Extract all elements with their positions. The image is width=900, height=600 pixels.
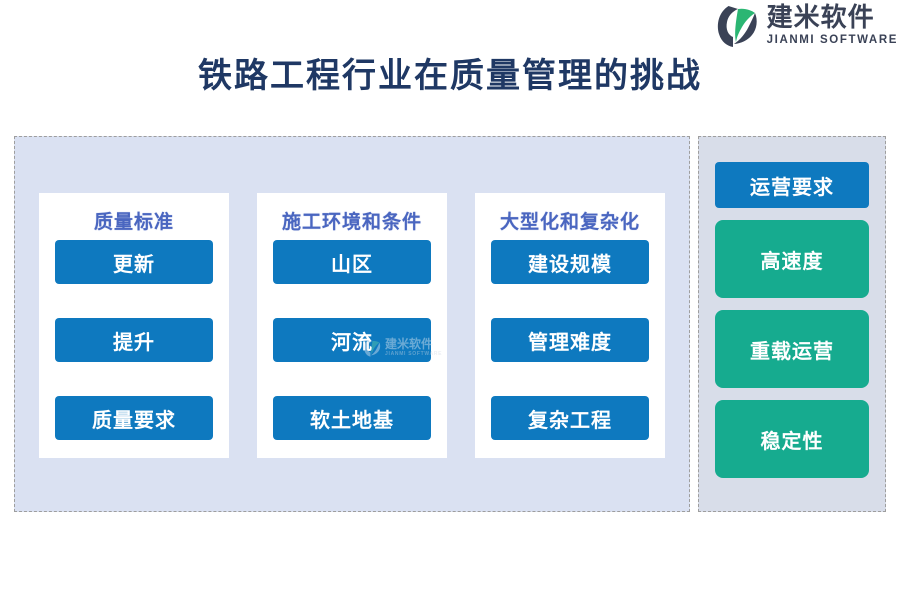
card-construction-environment: 施工环境和条件 山区 河流 软土地基 xyxy=(257,193,447,458)
card-quality-standard: 质量标准 更新 提升 质量要求 xyxy=(39,193,229,458)
node-button[interactable]: 河流 xyxy=(273,318,431,362)
node-button[interactable]: 更新 xyxy=(55,240,213,284)
node-button[interactable]: 山区 xyxy=(273,240,431,284)
jianmi-leaf-logo-icon xyxy=(715,4,761,48)
brand-name-cn: 建米软件 xyxy=(766,3,875,34)
card-scale-complexity: 大型化和复杂化 建设规模 管理难度 复杂工程 xyxy=(475,193,665,458)
node-button[interactable]: 管理难度 xyxy=(491,318,649,362)
node-button[interactable]: 复杂工程 xyxy=(491,396,649,440)
diagram-container: 质量标准 更新 提升 质量要求 施工环境和条件 山区 河流 软土地基 大型化和复… xyxy=(14,136,886,512)
brand-logo-text: 建米软件 JIANMI SOFTWARE xyxy=(767,5,898,47)
card-title: 施工环境和条件 xyxy=(281,211,422,233)
right-panel: 运营要求 高速度 重载运营 稳定性 xyxy=(698,136,886,512)
card-title: 质量标准 xyxy=(93,211,174,233)
panel-header-button[interactable]: 运营要求 xyxy=(715,162,869,208)
node-button[interactable]: 高速度 xyxy=(715,220,869,298)
node-button[interactable]: 质量要求 xyxy=(55,396,213,440)
left-panel: 质量标准 更新 提升 质量要求 施工环境和条件 山区 河流 软土地基 大型化和复… xyxy=(14,136,690,512)
node-button[interactable]: 重载运营 xyxy=(715,310,869,388)
node-button[interactable]: 建设规模 xyxy=(491,240,649,284)
node-button[interactable]: 软土地基 xyxy=(273,396,431,440)
brand-logo: 建米软件 JIANMI SOFTWARE xyxy=(715,4,898,48)
node-button[interactable]: 稳定性 xyxy=(715,400,869,478)
node-button[interactable]: 提升 xyxy=(55,318,213,362)
card-title: 大型化和复杂化 xyxy=(499,211,640,233)
brand-name-en: JIANMI SOFTWARE xyxy=(766,34,898,47)
page-title: 铁路工程行业在质量管理的挑战 xyxy=(198,56,702,96)
